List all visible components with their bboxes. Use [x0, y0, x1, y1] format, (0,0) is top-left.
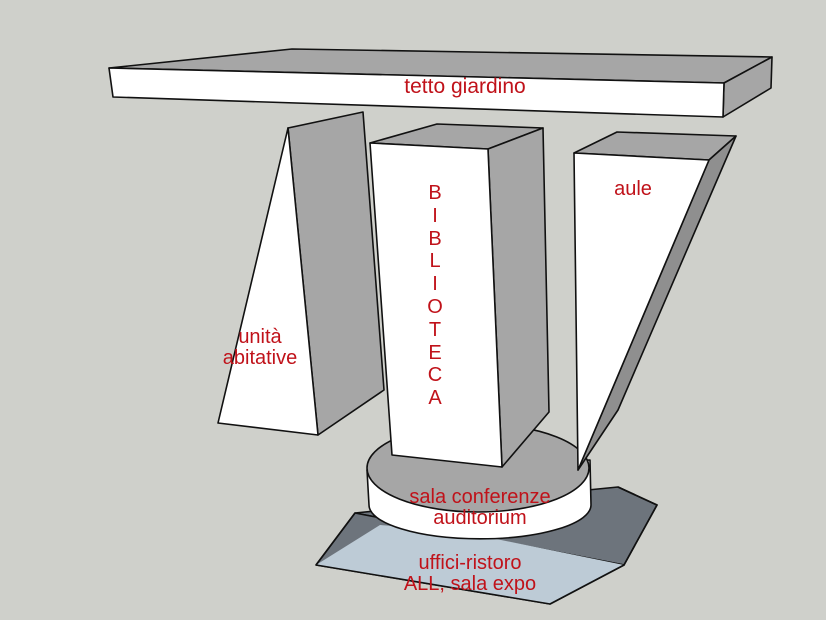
- library-letter: C: [427, 364, 443, 387]
- library-label: B I B L I O T E C A: [420, 182, 450, 410]
- base-label-line2: ALL, sala expo: [403, 573, 537, 595]
- housing-block: [217, 111, 385, 436]
- base-label: uffici-ristoro ALL, sala expo: [370, 553, 570, 595]
- housing-label: unità abitative: [205, 327, 315, 369]
- conference-label-line2: auditorium: [433, 507, 527, 529]
- library-letter: E: [428, 341, 442, 364]
- housing-label-line2: abitative: [222, 347, 298, 369]
- housing-label-line1: unità: [238, 326, 282, 348]
- classrooms-label: aule: [614, 178, 652, 200]
- library-letter: A: [428, 387, 442, 410]
- classrooms-block: [573, 131, 737, 471]
- library-tower: [369, 123, 550, 468]
- conference-label-line1: sala conferenze: [409, 486, 551, 508]
- library-letter: L: [429, 250, 441, 273]
- library-letter: T: [428, 318, 442, 341]
- roof-label: tetto giardino: [404, 75, 526, 98]
- library-letter: I: [432, 204, 438, 227]
- conference-label: sala conferenze auditorium: [380, 487, 580, 529]
- library-letter: B: [428, 227, 442, 250]
- library-letter: O: [427, 295, 443, 318]
- base-label-line1: uffici-ristoro: [418, 552, 522, 574]
- library-letter: I: [432, 273, 438, 296]
- roof-slab: [108, 48, 773, 118]
- library-letter: B: [428, 182, 442, 204]
